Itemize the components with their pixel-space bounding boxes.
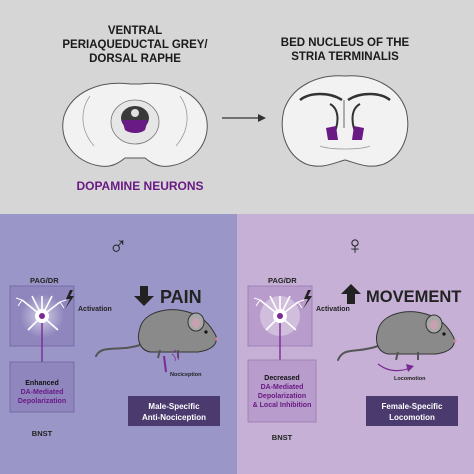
locomotion-label: Locomotion [394,376,426,382]
male-activation-label: Activation [78,306,112,313]
female-symbol-icon: ♀ [345,230,365,260]
midbrain-section-illustration [62,82,208,167]
locomotion-arrowhead [406,364,414,372]
female-outcome-line2: Locomotion [389,413,435,422]
region-left-title-line3: DORSAL RAPHE [89,53,181,65]
down-arrow-icon [134,286,154,306]
projection-arrowhead [258,114,266,122]
female-effect-line2: DA-Mediated [261,384,304,391]
male-effect-line1: Enhanced [25,380,58,387]
bnst-right-region [352,126,364,140]
male-effect-line3: Depolarization [18,398,66,405]
female-effect-line4: & Local Inhibition [253,402,312,409]
male-effect-box [9,361,75,413]
region-right-title-line2: STRIA TERMINALIS [291,51,399,63]
male-outcome-line1: Male-Specific [148,402,200,411]
female-outcome-line1: Female-Specific [382,402,443,411]
region-left-title-line1: VENTRAL [108,25,162,37]
female-headline: MOVEMENT [366,288,461,306]
female-activation-label: Activation [316,306,350,313]
male-headline: PAIN [160,287,202,307]
female-effect-box [247,359,317,423]
female-target-label: BNST [272,433,293,442]
dopamine-region-pag-dr [122,120,148,133]
male-symbol-icon: ♂ [108,230,128,260]
forebrain-section-illustration [281,75,409,167]
male-source-label: PAG/DR [30,276,59,285]
region-right-title-line1: BED NUCLEUS OF THE [281,37,410,49]
male-effect-line2: DA-Mediated [21,389,64,396]
up-arrow-icon [341,284,361,304]
male-outcome-box [128,396,220,426]
bnst-left-region [326,126,338,140]
male-target-label: BNST [32,429,53,438]
female-mouse-illustration [337,311,457,361]
male-mouse-illustration [95,309,219,373]
female-lightning-icon [303,290,312,309]
male-outcome-line2: Anti-Nociception [142,413,206,422]
dopamine-neurons-label: DOPAMINE NEURONS [76,179,203,193]
female-effect-line1: Decreased [264,375,299,382]
region-left-title-line2: PERIAQUEDUCTAL GREY/ [62,39,208,51]
female-effect-line3: Depolarization [258,393,306,400]
male-lightning-icon [65,290,74,309]
female-source-label: PAG/DR [268,276,297,285]
nociception-label: Nociception [170,372,202,378]
female-outcome-box [366,396,458,426]
